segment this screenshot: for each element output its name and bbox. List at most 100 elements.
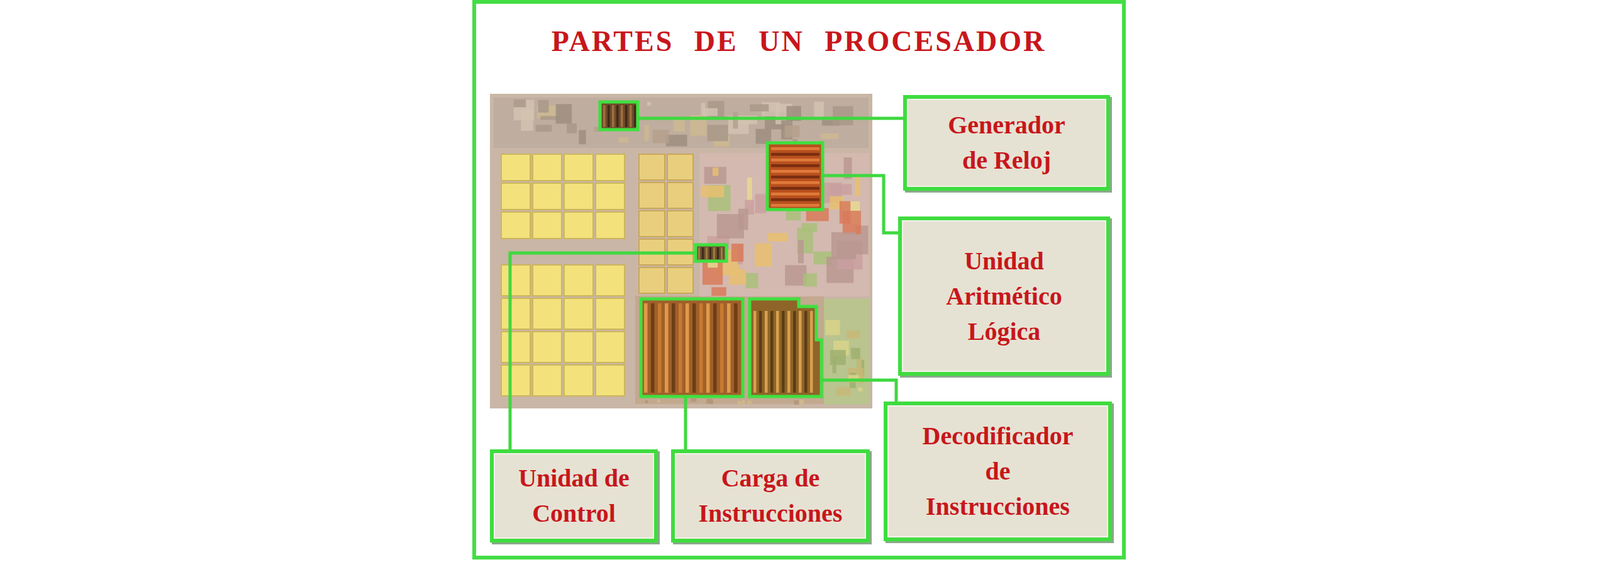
region-stripe xyxy=(713,247,716,260)
region-stripe xyxy=(720,247,723,260)
die-block xyxy=(832,106,853,126)
leader-line xyxy=(822,175,899,233)
label-box: Carga de Instrucciones xyxy=(671,449,870,543)
label-box: Unidad Aritmético Lógica xyxy=(898,216,1111,376)
die-block xyxy=(803,272,817,287)
die-block xyxy=(738,208,749,231)
die-block xyxy=(749,104,769,112)
region-stripe xyxy=(709,247,712,260)
region-stripe xyxy=(706,303,711,393)
die-block xyxy=(741,399,746,405)
die-block xyxy=(644,124,649,141)
region-stripe xyxy=(716,247,719,260)
die-block xyxy=(830,349,846,365)
region-outline xyxy=(749,298,822,397)
die-detail xyxy=(644,303,738,393)
region-stripe xyxy=(611,105,615,128)
region-stripe xyxy=(771,203,820,207)
die-block xyxy=(767,232,789,241)
fetch-region xyxy=(640,298,743,397)
region-stripe xyxy=(671,303,676,393)
leader-line xyxy=(510,252,696,450)
die-block xyxy=(798,239,804,263)
die-block xyxy=(737,400,741,406)
region-stripe xyxy=(798,310,802,393)
die-detail xyxy=(638,154,694,294)
region-stripe xyxy=(733,303,738,393)
region-stripe xyxy=(793,310,797,393)
label-box: Decodificador de Instrucciones xyxy=(883,401,1112,541)
die-block xyxy=(578,130,586,145)
cache-cell xyxy=(501,298,531,329)
cache-cell xyxy=(667,267,694,294)
cache-cell xyxy=(667,210,694,237)
die-block xyxy=(754,243,772,267)
region-stripe xyxy=(759,310,763,393)
cache-cell xyxy=(501,183,531,210)
region-outline xyxy=(640,298,743,397)
die-block xyxy=(831,232,856,260)
region-stripe xyxy=(701,247,704,260)
region-stripe xyxy=(771,147,820,151)
die-block xyxy=(784,125,800,138)
region-stripe xyxy=(727,303,731,393)
region-stripe xyxy=(633,105,637,128)
region-stripe xyxy=(771,186,820,190)
cache-cell xyxy=(564,183,594,210)
region-stripe xyxy=(753,310,757,393)
cache-cell xyxy=(532,264,562,296)
region-stripe xyxy=(781,310,785,393)
die-block xyxy=(700,185,724,197)
leader-line xyxy=(821,379,897,402)
cache-cell xyxy=(667,182,694,209)
cache-cell xyxy=(638,210,665,237)
region-detail xyxy=(603,105,820,393)
region-stripe xyxy=(699,303,704,393)
die-block xyxy=(513,99,526,107)
die-detail xyxy=(698,247,723,260)
cache-cell xyxy=(501,364,531,396)
die-block xyxy=(673,118,685,132)
die-block xyxy=(825,319,841,335)
cache-cell xyxy=(532,331,562,363)
die-block xyxy=(857,387,863,392)
die-block xyxy=(710,398,714,404)
die-area xyxy=(823,298,870,405)
cache-cell xyxy=(638,182,665,209)
region-stripe xyxy=(776,310,780,393)
die-block xyxy=(666,134,688,146)
die-detail xyxy=(753,310,814,393)
cache-cell xyxy=(595,211,625,239)
region-stripe xyxy=(787,310,791,393)
region-stripe xyxy=(771,164,820,168)
leader-line xyxy=(684,396,688,450)
die-block xyxy=(820,133,839,139)
die-block xyxy=(657,399,661,403)
label-box: Generador de Reloj xyxy=(903,94,1111,191)
part-label: Unidad Aritmético Lógica xyxy=(936,243,1072,350)
die-block xyxy=(745,272,758,289)
region-stripe xyxy=(771,192,820,196)
die-block xyxy=(732,111,738,129)
cache-cell xyxy=(532,183,562,210)
die-block xyxy=(711,286,726,296)
die-block xyxy=(652,129,670,143)
cache-cell xyxy=(667,154,694,180)
part-label: Generador de Reloj xyxy=(938,107,1075,178)
region-stripe xyxy=(625,105,628,128)
die-detail xyxy=(501,154,625,239)
region-stripe xyxy=(678,303,683,393)
die-detail xyxy=(513,99,854,147)
cache-cell xyxy=(564,298,594,329)
die-block xyxy=(794,400,800,405)
cache-cell xyxy=(564,211,594,239)
region-stripe xyxy=(616,105,619,128)
region-stripe xyxy=(764,310,768,393)
leader-line xyxy=(637,116,904,121)
region-outline xyxy=(695,244,727,262)
die-area xyxy=(635,295,824,404)
region-stripe xyxy=(607,105,611,128)
die-block xyxy=(813,101,824,117)
die-block xyxy=(618,137,629,143)
die-block xyxy=(731,243,744,262)
